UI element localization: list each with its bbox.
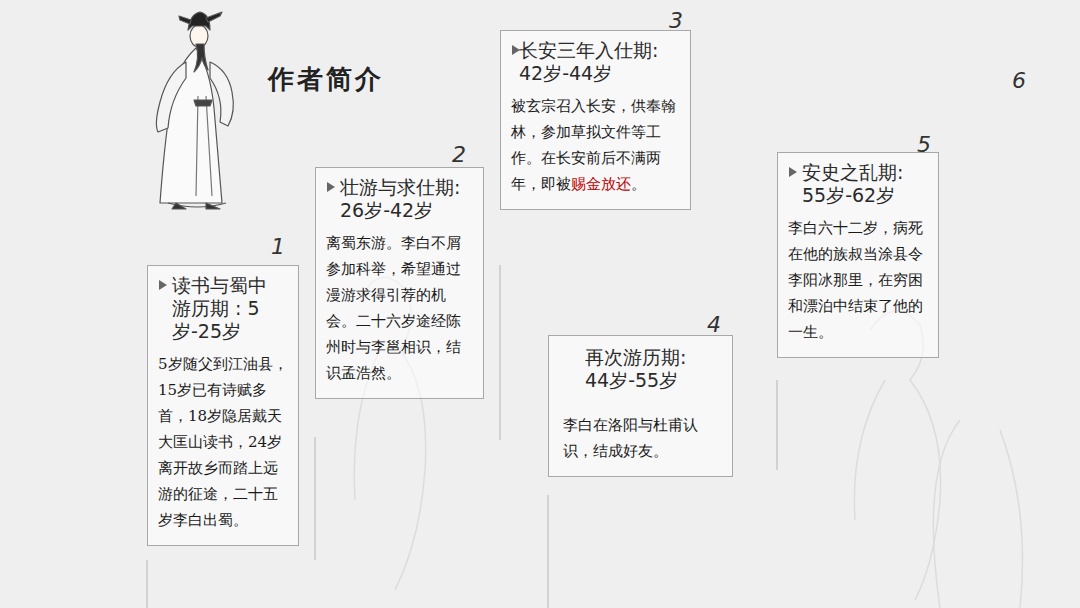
period-text: 离蜀东游。李白不屑参加科举，希望通过漫游求得引荐的机会。二十六岁途经陈州时与李邕… xyxy=(326,230,473,386)
callout-number: 6 xyxy=(1012,68,1026,93)
callout-number: 4 xyxy=(707,312,721,337)
period-text: 被玄宗召入长安，供奉翰林，参加草拟文件等工作。在长安前后不满两年，即被赐金放还。 xyxy=(511,93,680,197)
callout-number: 3 xyxy=(669,8,683,33)
period-heading: 读书与蜀中 游历期 : 5岁-25岁 xyxy=(172,274,272,343)
bullet-triangle xyxy=(158,279,168,291)
period-text: 李白六十二岁，病死在他的族叔当涂县令李阳冰那里，在穷困和漂泊中结束了他的一生。 xyxy=(788,215,928,345)
period-box: 再次游历期: 44岁-55岁李白在洛阳与杜甫认识，结成好友。 xyxy=(548,335,733,477)
bullet-triangle xyxy=(326,181,336,193)
period-heading: 再次游历期: 44岁-55岁 xyxy=(585,346,715,392)
title: 作者简介 xyxy=(268,62,384,97)
period-heading: 壮游与求仕期: 26岁-42岁 xyxy=(340,176,473,222)
period-box: 读书与蜀中 游历期 : 5岁-25岁 5岁随父到江油县，15岁已有诗赋多首，18岁… xyxy=(147,265,299,546)
callout-number: 2 xyxy=(452,142,466,167)
poet-figure xyxy=(156,12,233,209)
period-heading: 长安三年入仕期: 42岁-44岁 xyxy=(519,39,680,85)
period-text: 5岁随父到江油县，15岁已有诗赋多首，18岁隐居戴天大匡山读书，24岁离开故乡而… xyxy=(158,351,288,533)
callout-number: 5 xyxy=(917,132,931,157)
period-box: 长安三年入仕期: 42岁-44岁被玄宗召入长安，供奉翰林，参加草拟文件等工作。在… xyxy=(500,30,691,210)
period-box: 安史之乱期: 55岁-62岁李白六十二岁，病死在他的族叔当涂县令李阳冰那里，在穷… xyxy=(777,152,939,358)
period-box: 壮游与求仕期: 26岁-42岁离蜀东游。李白不屑参加科举，希望通过漫游求得引荐的… xyxy=(315,167,484,399)
period-text: 李白在洛阳与杜甫认识，结成好友。 xyxy=(559,412,722,464)
callout-number: 1 xyxy=(271,234,285,259)
bullet-triangle xyxy=(788,166,798,178)
period-heading: 安史之乱期: 55岁-62岁 xyxy=(802,161,922,207)
